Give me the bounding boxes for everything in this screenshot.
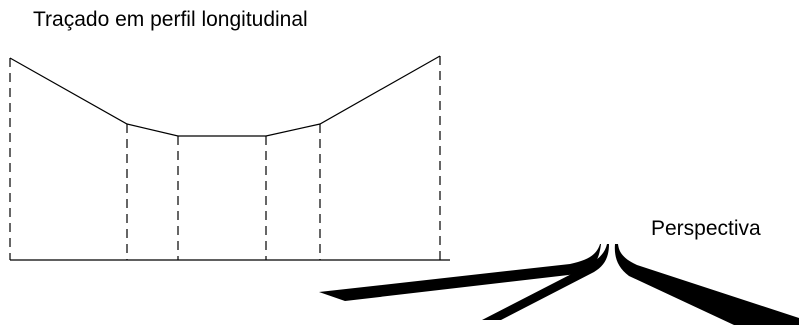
profile-outline: [9, 55, 441, 137]
perspective-right-strip: [614, 244, 799, 325]
perspective-view: [319, 244, 799, 325]
perspective-label: Perspectiva: [651, 217, 761, 240]
perspective-left-strip: [319, 244, 601, 301]
profile-station-lines: [9, 56, 441, 260]
longitudinal-profile: [9, 55, 450, 261]
profile-title: Traçado em perfil longitudinal: [33, 8, 308, 31]
